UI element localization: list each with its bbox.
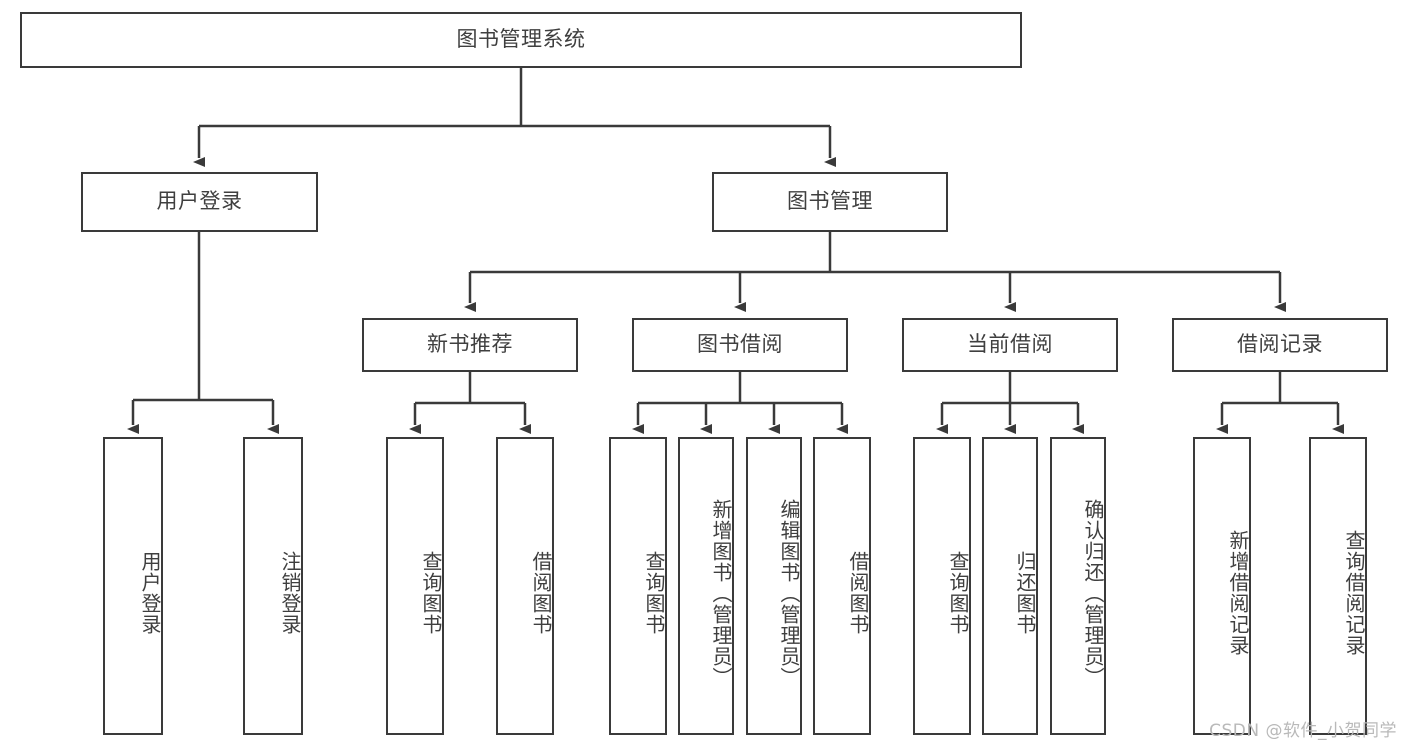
leaf-borrow-edit-book-admin[interactable]: 编辑图书（管理员）: [746, 437, 802, 735]
node-label: 归还图书: [1013, 551, 1037, 635]
node-label: 查询借阅记录: [1342, 530, 1366, 656]
leaf-user-login-signout[interactable]: 注销登录: [243, 437, 303, 735]
leaf-borrow-query-book[interactable]: 查询图书: [609, 437, 667, 735]
node-label: 查询图书: [642, 551, 666, 635]
node-label: 图书管理: [787, 189, 873, 214]
leaf-record-add-borrow-record[interactable]: 新增借阅记录: [1193, 437, 1251, 735]
leaf-record-query-borrow-record[interactable]: 查询借阅记录: [1309, 437, 1367, 735]
node-label: 编辑图书（管理员）: [777, 498, 801, 688]
leaf-borrow-borrow-book[interactable]: 借阅图书: [813, 437, 871, 735]
node-current-borrow[interactable]: 当前借阅: [902, 318, 1118, 372]
leaf-recommend-borrow-book[interactable]: 借阅图书: [496, 437, 554, 735]
node-borrow-record[interactable]: 借阅记录: [1172, 318, 1388, 372]
leaf-current-confirm-return-admin[interactable]: 确认归还（管理员）: [1050, 437, 1106, 735]
csdn-watermark: CSDN @软件_小贺同学: [1209, 721, 1397, 741]
leaf-current-query-book[interactable]: 查询图书: [913, 437, 971, 735]
node-label: 借阅记录: [1237, 332, 1323, 357]
node-label: 用户登录: [138, 551, 162, 635]
node-label: 确认归还（管理员）: [1081, 498, 1105, 688]
node-new-book-recommend[interactable]: 新书推荐: [362, 318, 578, 372]
node-label: 图书借阅: [697, 332, 783, 357]
node-root-book-management-system[interactable]: 图书管理系统: [20, 12, 1022, 68]
node-label: 用户登录: [156, 189, 243, 214]
node-book-borrow[interactable]: 图书借阅: [632, 318, 848, 372]
leaf-current-return-book[interactable]: 归还图书: [982, 437, 1038, 735]
node-label: 注销登录: [278, 551, 302, 635]
node-label: 借阅图书: [529, 551, 553, 635]
node-label: 借阅图书: [846, 551, 870, 635]
node-user-login[interactable]: 用户登录: [81, 172, 318, 232]
node-label: 当前借阅: [967, 332, 1053, 357]
node-label: 图书管理系统: [456, 27, 586, 52]
node-book-management[interactable]: 图书管理: [712, 172, 948, 232]
node-label: 新书推荐: [427, 332, 513, 357]
node-label: 新增借阅记录: [1226, 530, 1250, 656]
leaf-recommend-query-book[interactable]: 查询图书: [386, 437, 444, 735]
leaf-borrow-add-book-admin[interactable]: 新增图书（管理员）: [678, 437, 734, 735]
node-label: 查询图书: [946, 551, 970, 635]
node-label: 新增图书（管理员）: [709, 498, 733, 688]
node-label: 查询图书: [419, 551, 443, 635]
leaf-user-login-signin[interactable]: 用户登录: [103, 437, 163, 735]
